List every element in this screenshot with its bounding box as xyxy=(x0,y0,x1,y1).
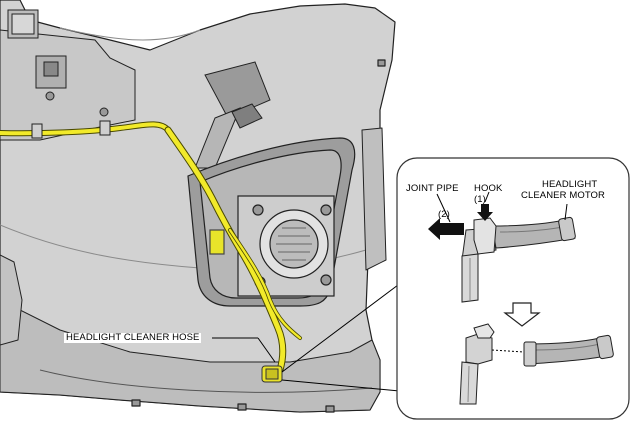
wire-harness xyxy=(0,120,171,139)
upper-bracket xyxy=(0,9,136,141)
hook-label: HOOK xyxy=(474,183,503,194)
callout-leaders xyxy=(212,281,411,393)
bumper-upper-edge xyxy=(59,27,201,41)
headlight-cleaner-hose-label: HEADLIGHT CLEANER HOSE xyxy=(64,332,202,343)
bumper-clip xyxy=(131,399,141,407)
inset-disconnected-joint xyxy=(459,323,614,405)
washer-nozzle xyxy=(194,61,271,169)
bumper-lower-face xyxy=(0,299,381,413)
headlight-motor-label-line2: CLEANER MOTOR xyxy=(521,190,605,201)
bumper-left-recess xyxy=(0,254,23,346)
joint-pipe-label: JOINT PIPE xyxy=(406,183,459,194)
bumper-clip xyxy=(237,403,247,411)
lamp-lens-ribs xyxy=(276,227,312,261)
hook-clip xyxy=(473,217,497,255)
hollow-down-arrow-icon xyxy=(503,302,541,327)
fog-lamp-housing xyxy=(187,137,356,307)
bumper-clip xyxy=(377,59,386,67)
bumper-lower-groove xyxy=(39,369,373,393)
headlight-motor-label-line1: HEADLIGHT xyxy=(542,179,598,190)
headlight-cleaner-hose xyxy=(164,126,302,374)
step2-label: (2) xyxy=(438,209,450,220)
hose-joint-connector xyxy=(261,365,283,383)
bumper-clip xyxy=(325,405,335,413)
left-arrow-icon xyxy=(428,218,464,240)
down-arrow-icon xyxy=(477,204,493,221)
inset-leaders xyxy=(436,191,568,223)
bumper-side-flange xyxy=(361,127,387,271)
separated-hook xyxy=(473,323,495,339)
step1-label: (1) xyxy=(474,194,486,205)
inset-connected-joint xyxy=(461,216,576,303)
separation-dashed-line xyxy=(491,349,525,353)
